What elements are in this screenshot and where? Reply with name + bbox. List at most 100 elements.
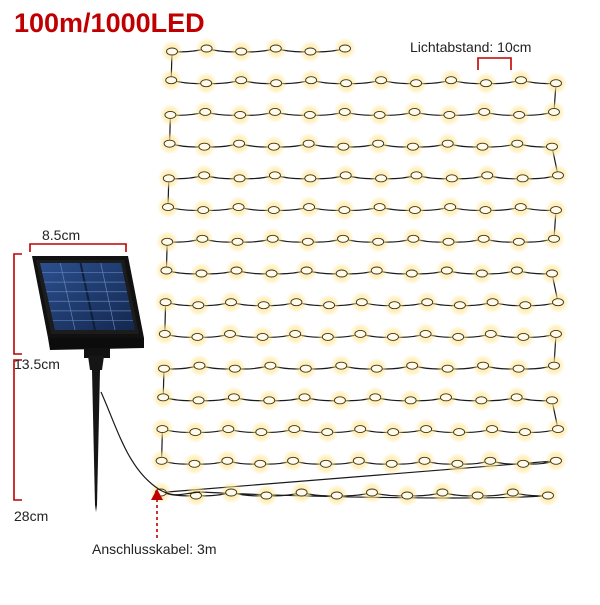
led-core (445, 174, 458, 183)
led-core (304, 47, 317, 56)
led-core (267, 142, 280, 151)
led-core (405, 269, 418, 278)
led-bulb (436, 357, 459, 380)
led-bulb (436, 132, 459, 155)
led-bulb (434, 386, 457, 409)
led-core (516, 174, 529, 183)
led-core (372, 139, 385, 148)
spacing-label: Lichtabstand: 10cm (410, 39, 532, 55)
led-bulb (476, 164, 499, 187)
led-bulb (316, 421, 339, 444)
led-bulb (217, 418, 240, 441)
led-core (264, 361, 277, 370)
led-core (321, 332, 334, 341)
led-core (418, 456, 431, 465)
led-bulb (396, 484, 419, 507)
led-bulb (416, 291, 439, 314)
panel-cell-line (100, 262, 116, 331)
led-core (479, 206, 492, 215)
led-core (517, 459, 530, 468)
cable-arrow (151, 489, 163, 538)
led-core (256, 332, 269, 341)
led-bulb (541, 135, 563, 158)
led-bulb (333, 199, 356, 222)
led-bulb (471, 135, 494, 158)
led-core (287, 456, 300, 465)
led-bulb (364, 386, 387, 409)
led-core (476, 142, 489, 151)
spacing-bracket (477, 57, 512, 70)
led-core (288, 425, 301, 434)
led-core (333, 396, 346, 405)
led-core (305, 76, 318, 85)
led-bulbs (149, 37, 569, 507)
led-core (321, 428, 334, 437)
led-bulb (195, 72, 218, 95)
solar-panel-icon (32, 256, 144, 358)
led-bulb (543, 100, 565, 123)
led-core (441, 364, 454, 373)
led-bulb (415, 418, 438, 441)
led-bulb (335, 72, 358, 95)
led-bulb (330, 262, 353, 285)
led-core (477, 361, 490, 370)
led-bulb (150, 449, 173, 472)
led-core (270, 79, 283, 88)
led-core (319, 459, 332, 468)
led-core (269, 107, 281, 116)
led-core (548, 234, 560, 243)
led-core (200, 44, 213, 53)
led-core (441, 139, 454, 148)
led-core (546, 142, 558, 151)
led-core (235, 76, 248, 85)
led-bulb (403, 100, 426, 123)
led-bulb (545, 449, 567, 472)
led-core (192, 301, 205, 310)
led-bulb (250, 421, 273, 444)
led-bulb (508, 103, 531, 126)
led-core (260, 491, 273, 500)
led-core (410, 79, 423, 88)
led-bulb (382, 421, 405, 444)
led-bulb (514, 421, 537, 444)
led-bulb (249, 452, 272, 475)
led-core (340, 79, 353, 88)
led-core (337, 234, 349, 243)
led-bulb (405, 72, 428, 95)
led-bulb (506, 132, 529, 155)
led-core (263, 396, 276, 405)
led-bulb (507, 230, 530, 253)
led-bulb (294, 357, 317, 380)
led-core (335, 269, 348, 278)
led-core (443, 110, 456, 119)
led-bulb (543, 227, 565, 250)
led-bulb (325, 484, 348, 507)
led-bulb (547, 291, 569, 314)
led-bulb (264, 100, 287, 123)
led-core (452, 332, 465, 341)
led-bulb (151, 418, 174, 441)
led-bulb (501, 481, 524, 504)
led-bulb (512, 325, 535, 348)
led-bulb (223, 357, 246, 380)
led-bulb (193, 164, 216, 187)
cable-label: Anschlusskabel: 3m (92, 541, 217, 557)
led-core (514, 203, 527, 212)
led-core (189, 428, 202, 437)
led-bulb (282, 449, 305, 472)
led-core (231, 237, 244, 246)
led-bulb (470, 262, 493, 285)
led-core (298, 393, 311, 402)
led-core (165, 76, 178, 85)
led-core (352, 456, 365, 465)
led-core (233, 174, 246, 183)
led-bulb (229, 103, 252, 126)
led-core (419, 329, 432, 338)
led-core (235, 47, 248, 56)
led-bulb (545, 199, 567, 222)
led-bulb (298, 196, 321, 219)
led-core (408, 107, 421, 116)
led-bulb (545, 322, 567, 345)
led-core (267, 206, 280, 215)
